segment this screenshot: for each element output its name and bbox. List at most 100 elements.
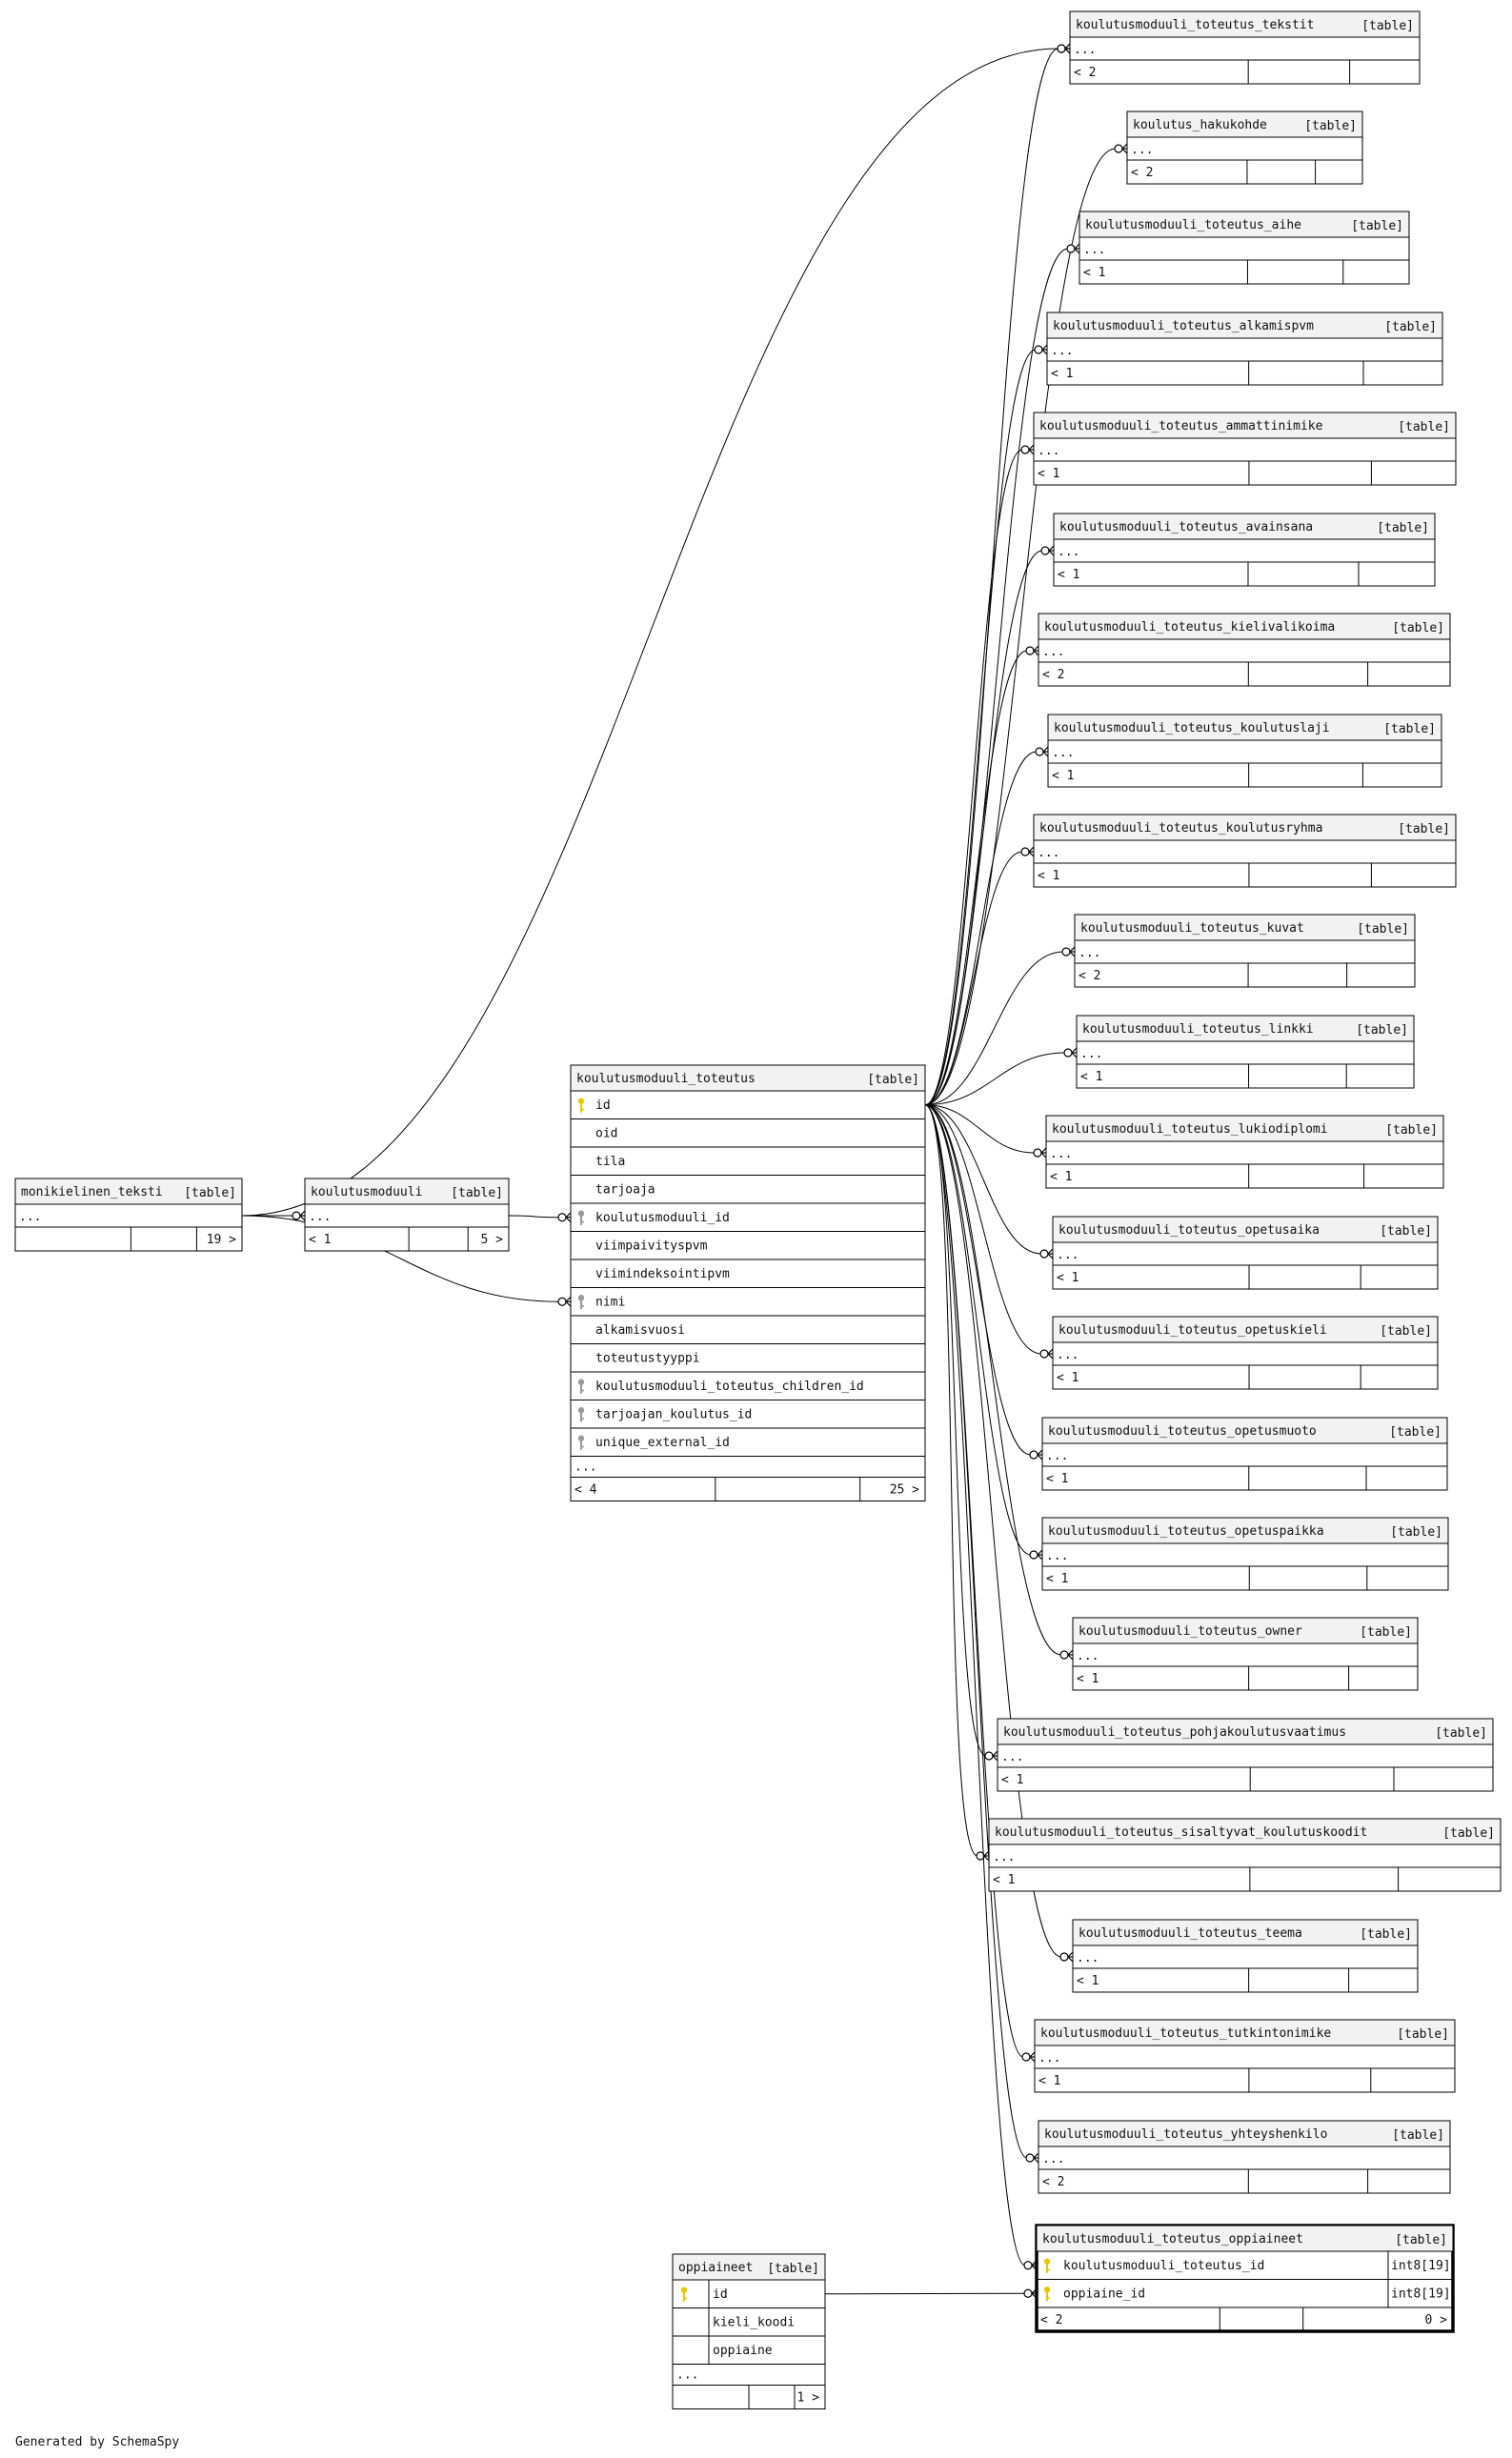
footer-parents-count: < 1 bbox=[1057, 1371, 1079, 1385]
table-type-tag: [table] bbox=[767, 2262, 819, 2276]
table-node-kmt_sisaltyvat[interactable]: koulutusmoduuli_toteutus_sisaltyvat_koul… bbox=[988, 1818, 1502, 1892]
table-node-oppiaineet[interactable]: oppiaineet[table]idkieli_koodioppiaine..… bbox=[672, 2253, 826, 2409]
table-node-kmt_tekstit[interactable]: koulutusmoduuli_toteutus_tekstit[table].… bbox=[1069, 10, 1421, 85]
crows-foot bbox=[1028, 444, 1035, 455]
table-node-kmt_aihe[interactable]: koulutusmoduuli_toteutus_aihe[table]...<… bbox=[1079, 211, 1410, 285]
optional-circle bbox=[1033, 1148, 1042, 1158]
table-type-tag: [table] bbox=[1351, 219, 1403, 233]
crows-foot bbox=[1040, 1147, 1047, 1158]
relationship-koulutusmoduuli_toteutus-kmt_ammattinimike bbox=[924, 444, 1035, 1106]
relationship-koulutusmoduuli_toteutus-kmt_opetuskieli bbox=[924, 1104, 1054, 1360]
footer-parents-count: < 1 bbox=[309, 1233, 331, 1247]
crows-foot bbox=[299, 1210, 306, 1221]
column-type: int8[19] bbox=[1391, 2259, 1451, 2273]
table-node-kmt_oppiaineet[interactable]: koulutusmoduuli_toteutus_oppiaineet[tabl… bbox=[1035, 2224, 1455, 2333]
crows-foot bbox=[992, 1750, 998, 1762]
table-type-tag: [table] bbox=[1304, 119, 1357, 133]
relationship-koulutusmoduuli_toteutus-kmt_yhteyshenkilo bbox=[924, 1104, 1039, 2164]
relationship-koulutusmoduuli_toteutus-kmt_opetusmuoto bbox=[924, 1104, 1043, 1461]
table-node-kmt_kuvat[interactable]: koulutusmoduuli_toteutus_kuvat[table]...… bbox=[1074, 914, 1416, 988]
crows-foot bbox=[1047, 1248, 1054, 1259]
column-name: tila bbox=[595, 1155, 625, 1169]
relationship-koulutusmoduuli_toteutus-kmt_tekstit bbox=[924, 43, 1071, 1106]
footer-parents-count: < 2 bbox=[1131, 166, 1153, 180]
table-node-kmt_ammattinimike[interactable]: koulutusmoduuli_toteutus_ammattinimike[t… bbox=[1033, 412, 1457, 486]
optional-circle bbox=[1035, 747, 1044, 756]
table-type-tag: [table] bbox=[1384, 320, 1437, 334]
table-node-monikielinen_teksti[interactable]: monikielinen_teksti[table]...19 > bbox=[14, 1178, 243, 1252]
relationship-koulutusmoduuli_toteutus-kmt_lukiodiplomi bbox=[924, 1104, 1047, 1158]
optional-circle bbox=[1066, 244, 1076, 253]
footer-children-count: 25 > bbox=[890, 1483, 919, 1498]
table-node-kmt_opetusaika[interactable]: koulutusmoduuli_toteutus_opetusaika[tabl… bbox=[1052, 1216, 1439, 1290]
table-node-kmt_opetuskieli[interactable]: koulutusmoduuli_toteutus_opetuskieli[tab… bbox=[1052, 1316, 1439, 1390]
table-name: oppiaineet bbox=[678, 2261, 753, 2275]
table-node-koulutusmoduuli_toteutus[interactable]: koulutusmoduuli_toteutus[table]idoidtila… bbox=[570, 1064, 926, 1501]
primary-key-icon bbox=[577, 1098, 585, 1113]
optional-circle bbox=[1039, 1349, 1049, 1359]
column-name: viimpaivityspvm bbox=[595, 1239, 708, 1254]
footer-parents-count: < 2 bbox=[1040, 2313, 1062, 2327]
table-name: koulutusmoduuli_toteutus_koulutusryhma bbox=[1039, 821, 1322, 836]
relationship-lines bbox=[241, 43, 1128, 2299]
table-node-kmt_owner[interactable]: koulutusmoduuli_toteutus_owner[table]...… bbox=[1072, 1617, 1419, 1691]
table-node-kmt_linkki[interactable]: koulutusmoduuli_toteutus_linkki[table]..… bbox=[1076, 1015, 1415, 1089]
optional-circle bbox=[1023, 2261, 1033, 2270]
more-columns-ellipsis: ... bbox=[1038, 846, 1059, 860]
table-node-kmt_koulutuslaji[interactable]: koulutusmoduuli_toteutus_koulutuslaji[ta… bbox=[1047, 714, 1442, 788]
footer-parents-count: < 1 bbox=[1046, 1572, 1068, 1586]
table-type-tag: [table] bbox=[1385, 1123, 1438, 1138]
optional-circle bbox=[1020, 445, 1030, 454]
table-name: koulutusmoduuli_toteutus_sisaltyvat_koul… bbox=[995, 1825, 1367, 1840]
crows-foot bbox=[565, 1212, 572, 1223]
table-node-k_hakukohde[interactable]: koulutus_hakukohde[table]...< 2 bbox=[1126, 111, 1363, 185]
footer-parents-count: < 1 bbox=[993, 1873, 1015, 1887]
foreign-key-icon bbox=[577, 1379, 585, 1394]
table-type-tag: [table] bbox=[1360, 1927, 1412, 1942]
table-name: koulutusmoduuli_toteutus_aihe bbox=[1085, 218, 1301, 232]
table-name: koulutusmoduuli_toteutus_linkki bbox=[1082, 1022, 1314, 1037]
table-name: koulutusmoduuli_toteutus_opetusmuoto bbox=[1048, 1424, 1317, 1439]
footer-parents-count: < 1 bbox=[1038, 869, 1059, 883]
footer-parents-count: < 1 bbox=[1057, 1271, 1079, 1285]
crows-foot bbox=[1074, 243, 1080, 254]
more-columns-ellipsis: ... bbox=[1001, 1750, 1023, 1764]
relationship-koulutusmoduuli_toteutus-kmt_owner bbox=[924, 1104, 1074, 1661]
footer-parents-count: < 1 bbox=[1001, 1773, 1023, 1787]
table-node-kmt_lukiodiplomi[interactable]: koulutusmoduuli_toteutus_lukiodiplomi[ta… bbox=[1045, 1115, 1444, 1189]
footer-parents-count: < 2 bbox=[1042, 2175, 1064, 2189]
table-type-tag: [table] bbox=[1380, 1324, 1432, 1339]
column-name: toteutustyyppi bbox=[595, 1352, 700, 1366]
more-columns-ellipsis: ... bbox=[1077, 1649, 1099, 1663]
relationship-oppiaineet-kmt_oppiaineet bbox=[824, 2287, 1038, 2299]
crows-foot bbox=[1121, 143, 1128, 154]
table-node-kmt_tutkintonimike[interactable]: koulutusmoduuli_toteutus_tutkintonimike[… bbox=[1034, 2019, 1456, 2093]
relationship-koulutusmoduuli_toteutus-kmt_kielivalikoima bbox=[924, 645, 1039, 1106]
crows-foot bbox=[1067, 1649, 1074, 1661]
footer-parents-count: < 1 bbox=[1077, 1672, 1099, 1686]
footer-parents-count: < 1 bbox=[1038, 2074, 1060, 2088]
footer-parents-count: < 4 bbox=[575, 1483, 597, 1498]
table-node-kmt_koulutusryhma[interactable]: koulutusmoduuli_toteutus_koulutusryhma[t… bbox=[1033, 814, 1457, 888]
table-type-tag: [table] bbox=[1361, 19, 1414, 33]
relationship-koulutusmoduuli_toteutus-k_hakukohde bbox=[924, 143, 1128, 1106]
table-node-kmt_opetuspaikka[interactable]: koulutusmoduuli_toteutus_opetuspaikka[ta… bbox=[1041, 1517, 1449, 1591]
table-node-kmt_opetusmuoto[interactable]: koulutusmoduuli_toteutus_opetusmuoto[tab… bbox=[1041, 1417, 1448, 1491]
table-node-kmt_teema[interactable]: koulutusmoduuli_toteutus_teema[table]...… bbox=[1072, 1919, 1419, 1993]
footer-parents-count: < 1 bbox=[1077, 1974, 1099, 1988]
table-node-kmt_avainsana[interactable]: koulutusmoduuli_toteutus_avainsana[table… bbox=[1053, 513, 1436, 587]
crows-foot bbox=[1048, 545, 1055, 556]
optional-circle bbox=[1025, 646, 1035, 655]
table-node-kmt_yhteyshenkilo[interactable]: koulutusmoduuli_toteutus_yhteyshenkilo[t… bbox=[1038, 2120, 1451, 2194]
table-nodes: monikielinen_teksti[table]...19 > koulutu… bbox=[14, 10, 1502, 2409]
footer-parents-count: < 2 bbox=[1042, 668, 1064, 682]
crows-foot bbox=[1029, 2051, 1036, 2063]
table-node-kmt_alkamispvm[interactable]: koulutusmoduuli_toteutus_alkamispvm[tabl… bbox=[1046, 312, 1443, 386]
more-columns-ellipsis: ... bbox=[1038, 2051, 1060, 2065]
more-columns-ellipsis: ... bbox=[676, 2368, 698, 2383]
table-name: koulutusmoduuli_toteutus_koulutuslaji bbox=[1054, 721, 1330, 735]
table-node-kmt_kielivalikoima[interactable]: koulutusmoduuli_toteutus_kielivalikoima[… bbox=[1038, 613, 1451, 687]
table-type-tag: [table] bbox=[867, 1073, 919, 1087]
table-node-kmt_pohjakoulutusvaatimus[interactable]: koulutusmoduuli_toteutus_pohjakoulutusva… bbox=[997, 1718, 1494, 1792]
